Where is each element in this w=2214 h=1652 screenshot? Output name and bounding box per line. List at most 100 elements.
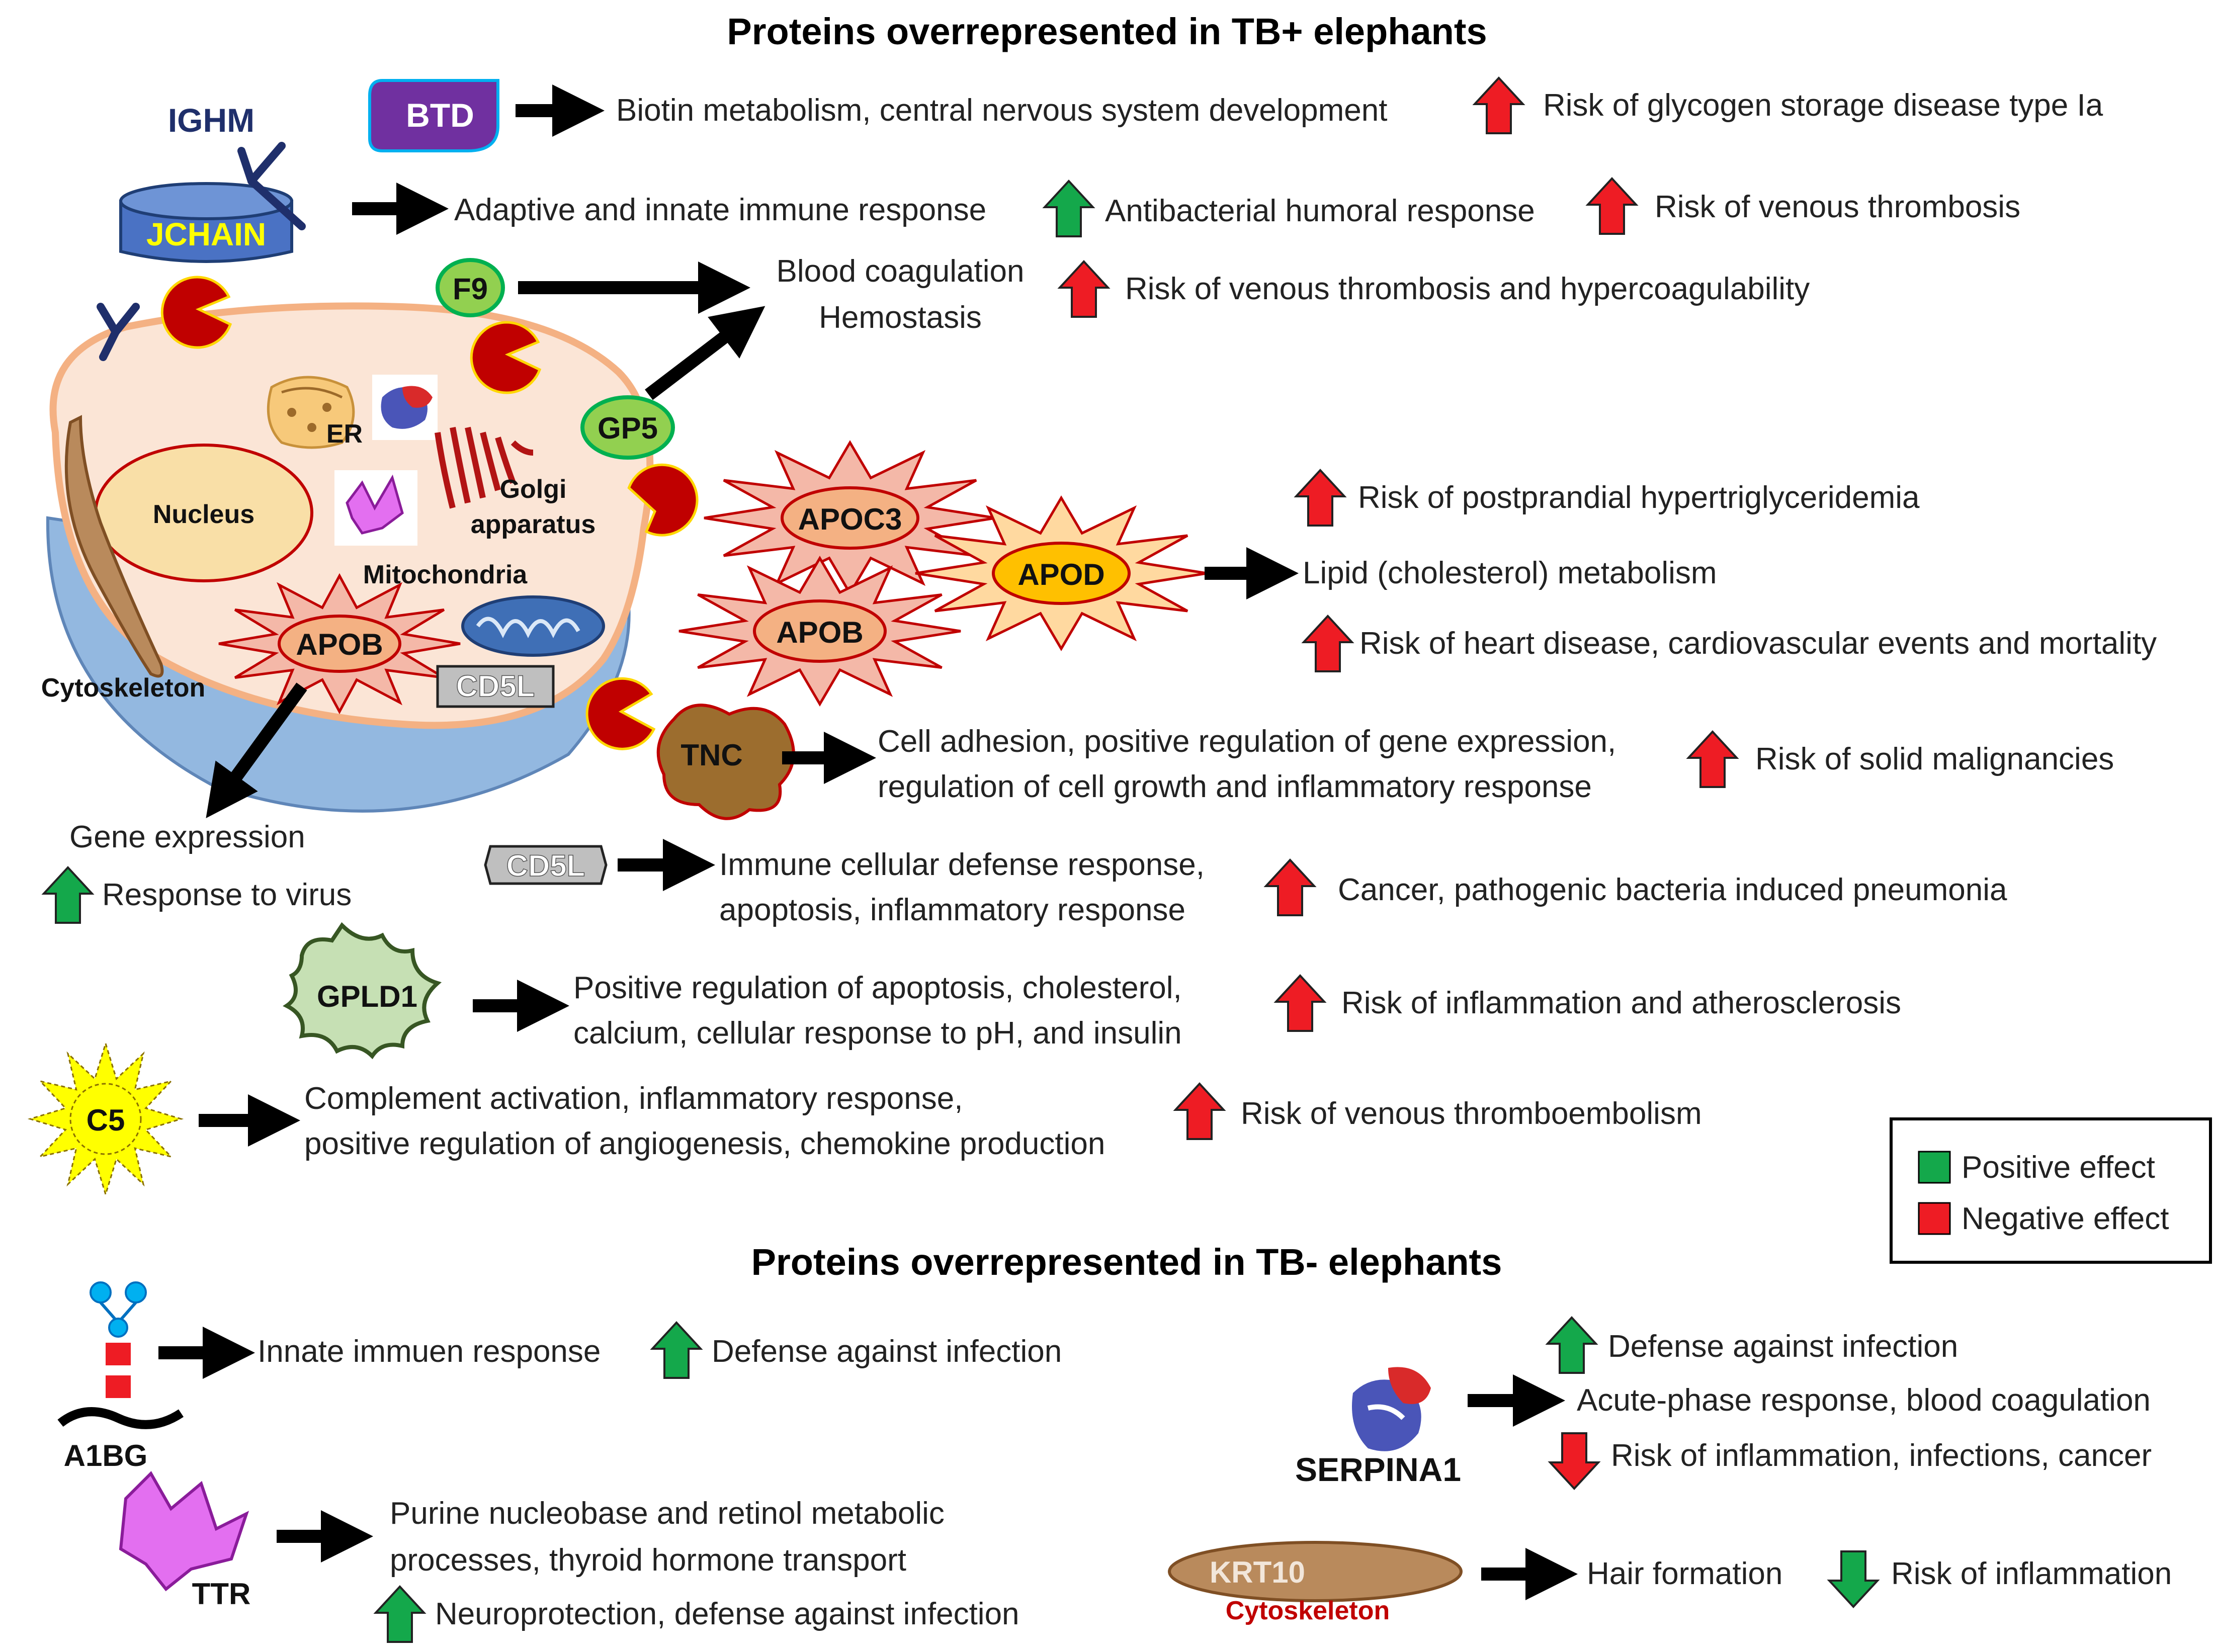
a1bg-function: Innate immuen response [258,1334,601,1369]
title-tb-positive: Proteins overrepresented in TB+ elephant… [727,11,1487,52]
c5-function-2: positive regulation of angiogenesis, che… [304,1126,1105,1161]
apob-cell-badge: APOB [218,573,461,715]
legend-negative-swatch [1918,1202,1951,1235]
ttr-function-2: processes, thyroid hormone transport [390,1543,906,1578]
btd-effect-arrow [1472,76,1525,134]
svg-text:JCHAIN: JCHAIN [146,216,266,252]
antibody-icon-ighm [237,142,306,230]
serpina1-positive-arrow [1545,1316,1598,1374]
cell-illustration: Nucleus Cytoskeleton ER Golgi apparatus [41,276,699,813]
legend: Positive effect Negative effect [1890,1117,2212,1264]
krt10-effect: Risk of inflammation [1891,1556,2172,1591]
c5-function-1: Complement activation, inflammatory resp… [304,1081,963,1116]
tnc-badge: TNC [656,704,795,820]
ttr-effect-arrow [373,1585,427,1643]
apo-effect-arrow-1 [1294,469,1347,527]
svg-text:CD5L: CD5L [456,669,535,703]
tnc-function-1: Cell adhesion, positive regulation of ge… [878,724,1616,759]
serpina1-label: SERPINA1 [1295,1451,1461,1488]
f9-effect: Risk of venous thrombosis and hypercoagu… [1125,272,1810,306]
krt10-function: Hair formation [1587,1556,1782,1591]
cd5l-function-2: apoptosis, inflammatory response [719,893,1185,927]
svg-text:F9: F9 [453,272,488,306]
arrow-gp5 [645,306,765,400]
jchain-badge: JCHAIN [119,182,293,263]
apob-effect-arrow [41,866,95,924]
golgi-apparatus [435,426,534,509]
gpld1-badge: GPLD1 [283,922,442,1060]
title-tb-negative: Proteins overrepresented in TB- elephant… [751,1241,1502,1283]
apob-effect: Response to virus [102,878,352,912]
tnc-function-2: regulation of cell growth and inflammato… [878,769,1592,804]
cd5l-badge: CD5L [484,845,608,885]
gpld1-function-1: Positive regulation of apoptosis, choles… [573,971,1182,1005]
krt10-effect-arrow [1827,1550,1880,1608]
a1bg-effect: Defense against infection [712,1334,1062,1369]
cd5l-effect: Cancer, pathogenic bacteria induced pneu… [1338,873,2007,907]
jchain-function: Adaptive and innate immune response [454,193,986,227]
svg-text:APOB: APOB [296,628,383,661]
mitochondria-label: Mitochondria [363,560,528,589]
er-organelle [267,376,355,449]
f9-effect-arrow [1057,260,1111,318]
svg-text:APOC3: APOC3 [798,502,902,536]
btd-badge: BTD [368,79,499,152]
serpina1-icon [1352,1367,1431,1451]
jchain-effect-negative: Risk of venous thrombosis [1655,190,2020,224]
svg-text:KRT10: KRT10 [1210,1555,1305,1589]
protein-structure-icon [372,375,438,440]
ttr-label: TTR [192,1577,251,1611]
antibody-icon-cell [97,303,140,361]
gpld1-effect: Risk of inflammation and atherosclerosis [1341,986,1901,1020]
cytoskeleton-fiber [64,415,164,678]
c5-effect: Risk of venous thromboembolism [1241,1096,1702,1131]
serpina1-effect-positive: Defense against infection [1608,1329,1958,1364]
arrow-apob-cell [206,682,307,819]
svg-text:GP5: GP5 [598,411,658,445]
cd5l-effect-arrow [1263,858,1317,916]
f9-badge: F9 [436,258,505,317]
apob-function: Gene expression [69,820,305,854]
legend-positive-swatch [1918,1151,1951,1184]
c5-effect-arrow [1173,1082,1226,1140]
gpld1-effect-arrow [1273,974,1327,1032]
krt10-badge: KRT10 [1168,1541,1463,1602]
apo-effect-arrow-2 [1301,615,1354,672]
krt10-cytoskeleton-label: Cytoskeleton [1226,1596,1390,1625]
gp5-badge: GP5 [580,395,675,460]
svg-text:TNC: TNC [680,738,742,772]
serpina1-function: Acute-phase response, blood coagulation [1577,1383,2151,1418]
tnc-effect: Risk of solid malignancies [1755,742,2114,776]
c5-badge: C5 [27,1040,184,1197]
svg-text:C5: C5 [87,1103,125,1137]
a1bg-label: A1BG [64,1439,148,1472]
svg-text:BTD: BTD [406,97,474,134]
jchain-effect-positive: Antibacterial humoral response [1105,194,1535,228]
apo-function: Lipid (cholesterol) metabolism [1303,556,1717,590]
serpina1-negative-arrow [1548,1432,1601,1490]
er-label: ER [326,419,363,449]
jchain-negative-arrow [1585,177,1639,235]
ttr-function-1: Purine nucleobase and retinol metabolic [390,1496,945,1531]
a1bg-icon [57,1281,184,1429]
apo-effect-1: Risk of postprandial hypertriglyceridemi… [1358,480,1920,515]
golgi-label-2: apparatus [471,510,596,539]
svg-text:GPLD1: GPLD1 [317,980,417,1013]
tnc-effect-arrow [1686,730,1739,788]
gpld1-function-2: calcium, cellular response to pH, and in… [573,1016,1182,1051]
ttr-structure-in-cell [334,470,417,546]
ttr-effect: Neuroprotection, defense against infecti… [435,1597,1019,1631]
apob-badge: APOB [678,556,961,707]
legend-positive-label: Positive effect [1962,1150,2155,1185]
f9-gp5-function-2: Hemostasis [819,300,982,335]
f9-gp5-function-1: Blood coagulation [777,254,1025,289]
btd-effect: Risk of glycogen storage disease type Ia [1543,88,2103,123]
golgi-label-1: Golgi [500,475,567,504]
a1bg-effect-arrow [650,1321,703,1379]
mitochondrion [461,595,605,657]
cd5l-function-1: Immune cellular defense response, [719,847,1205,882]
jchain-positive-arrow [1042,180,1095,237]
legend-negative-label: Negative effect [1962,1201,2169,1236]
apo-effect-2: Risk of heart disease, cardiovascular ev… [1359,626,2157,661]
